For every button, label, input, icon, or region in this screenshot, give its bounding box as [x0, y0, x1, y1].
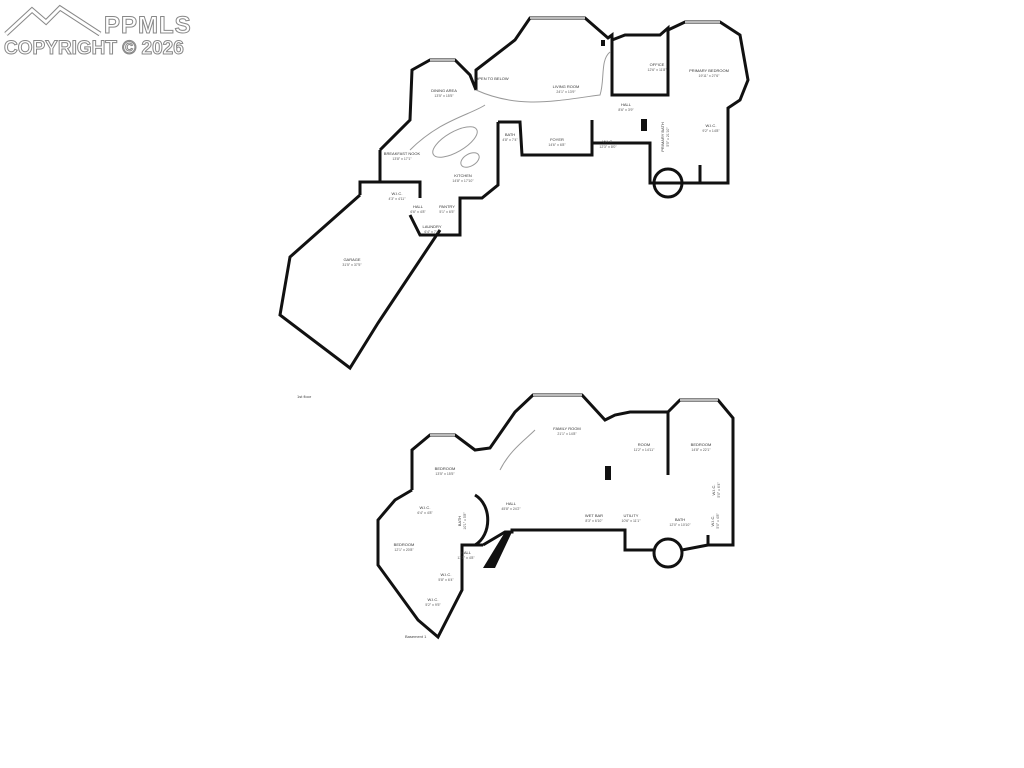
room-label: HALL	[621, 102, 632, 107]
room-dim: 14'6" x 6'8"	[548, 143, 566, 147]
room-label: BEDROOM	[691, 442, 712, 447]
basement-labels: FAMILY ROOM 21'1" x 14'8" ROOM 11'2" x 1…	[394, 426, 721, 639]
mountain-logo-icon	[4, 4, 102, 37]
room-dim: 5'0" x 6'4"	[717, 482, 721, 498]
room-label: W.I.C.	[420, 505, 431, 510]
room-dim: 24'1" x 13'9"	[556, 90, 576, 94]
room-dim: 4'3" x 4'11"	[389, 197, 407, 201]
watermark-copyright: COPYRIGHT © 2026	[4, 38, 185, 60]
room-label: BATH	[675, 517, 685, 522]
room-dim: 12'0" x 10'10"	[669, 523, 691, 527]
floor-name: Basement 1	[405, 634, 427, 639]
room-dim: 13'5" x 15'5"	[434, 94, 454, 98]
room-dim: 5'2" x 9'5"	[425, 603, 441, 607]
room-label: W.I.C.	[603, 139, 614, 144]
room-dim: 14'8" x 22'1"	[691, 448, 711, 452]
room-dim: 13'5" x 15'5"	[435, 472, 455, 476]
room-dim: 5'8" x 6'4"	[438, 578, 454, 582]
room-dim: 19'11" x 27'6"	[699, 74, 721, 78]
room-dim: 5'0" x 4'8"	[716, 513, 720, 529]
room-dim: 21'1" x 14'8"	[557, 432, 577, 436]
room-dim: 12'3" x 8'0"	[599, 145, 617, 149]
basement-walls	[376, 393, 735, 640]
room-dim: 10'6" x 11'1"	[622, 519, 642, 523]
room-label: BREAKFAST NOOK	[384, 151, 421, 156]
floor-name: 1st floor	[297, 394, 312, 399]
room-dim: 14'8" x 17'10"	[452, 179, 474, 183]
watermark-logo: PPMLS	[104, 12, 192, 40]
room-label: PANTRY	[439, 204, 455, 209]
room-label: HALL	[413, 204, 424, 209]
room-dim: 6'6" x 4'8"	[410, 210, 426, 214]
room-dim: 8'6" x 3'9"	[618, 108, 634, 112]
room-label: FOYER	[550, 137, 564, 142]
room-label: HALL	[461, 550, 472, 555]
room-label: W.I.C.	[441, 572, 452, 577]
room-dim: 11'2" x 14'11"	[634, 448, 655, 452]
room-dim: 9'2" x 14'8"	[702, 129, 720, 133]
room-label: W.I.C.	[706, 123, 717, 128]
room-dim: 6'4" x 4'8"	[417, 511, 433, 515]
room-label: W.I.C.	[428, 597, 439, 602]
first-floor-walls	[278, 16, 750, 371]
room-dim: 12'6" x 11'8"	[648, 68, 668, 72]
room-label: GARAGE	[343, 257, 360, 262]
room-dim: 8'3" x 6'10"	[585, 519, 603, 523]
room-label: BATH	[505, 132, 515, 137]
room-dim: 13'8" x 17'1"	[392, 157, 412, 161]
room-label: KITCHEN	[454, 173, 472, 178]
room-dim: 31'5" x 37'5"	[342, 263, 362, 267]
room-label: PRIMARY BEDROOM	[689, 68, 729, 73]
room-label: FAMILY ROOM	[553, 426, 580, 431]
room-label: LIVING ROOM	[553, 84, 580, 89]
room-dim: 10'1" x 5'8"	[463, 512, 467, 530]
room-label: W.I.C.	[710, 516, 715, 527]
room-label: W.I.C.	[392, 191, 403, 196]
room-dim: 13'3" x 4'8"	[457, 556, 475, 560]
room-label: WET BAR	[585, 513, 603, 518]
room-label: OFFICE	[650, 62, 665, 67]
room-dim: 6'4" x 7'4"	[424, 230, 440, 234]
room-dim: 5'5" x 21'10"	[666, 127, 670, 147]
room-label: BEDROOM	[394, 542, 415, 547]
room-label: UTILITY	[624, 513, 639, 518]
room-label: W.I.C.	[711, 485, 716, 496]
room-dim: 4'8" x 7'4"	[502, 138, 518, 142]
room-label: PRIMARY BATH	[660, 122, 665, 152]
room-label: LAUNDRY	[422, 224, 441, 229]
room-label: BATH	[457, 516, 462, 526]
room-label: DINING AREA	[431, 88, 457, 93]
room-label: BEDROOM	[435, 466, 456, 471]
room-dim: 12'1" x 20'8"	[394, 548, 414, 552]
room-dim: 5'1" x 6'5"	[439, 210, 455, 214]
room-label: OPEN TO BELOW	[475, 76, 509, 81]
room-dim: 45'8" x 24'2"	[501, 507, 521, 511]
room-label: HALL	[506, 501, 517, 506]
first-floor-labels: LIVING ROOM 24'1" x 13'9" OFFICE 12'6" x…	[297, 62, 729, 399]
room-label: ROOM	[638, 442, 650, 447]
